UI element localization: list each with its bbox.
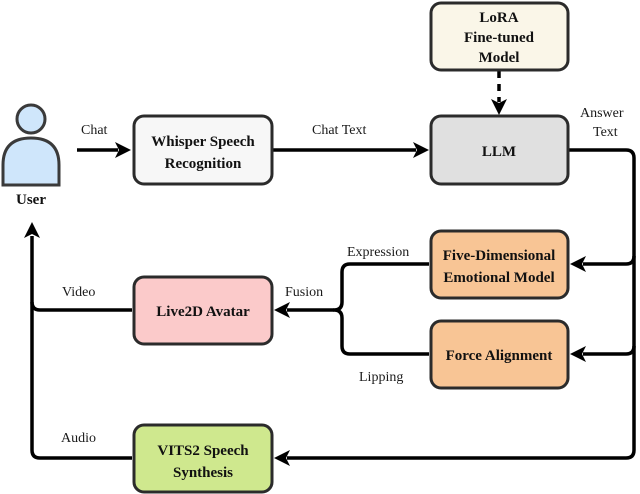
llm-node: LLM [429, 114, 570, 186]
edge-chat-text [273, 142, 429, 158]
lora-label-line-3: Model [479, 50, 520, 66]
edge-label-video: Video [62, 285, 95, 300]
edge-lora-to-llm [491, 71, 507, 115]
whisper-speech-recognition-node: Whisper Speech Recognition [132, 114, 274, 186]
user-icon [1, 103, 61, 187]
user-node: User [1, 103, 61, 208]
edge-label-audio: Audio [61, 431, 96, 446]
edge-label-answer-line-1: Answer [580, 106, 624, 121]
lora-box [429, 1, 570, 72]
force-box [429, 319, 570, 390]
force-alignment-node: Force Alignment [429, 319, 570, 390]
lora-label-line-2: Fine-tuned [464, 30, 535, 46]
edge-label-expression: Expression [347, 245, 409, 260]
edge-label-chat: Chat [81, 123, 108, 138]
whisper-label-line-2: Recognition [165, 156, 242, 172]
user-head [15, 103, 47, 135]
edge-label-lipping: Lipping [359, 370, 403, 385]
lora-label-line-1: LoRA [479, 10, 518, 26]
edge-fusion [274, 262, 429, 356]
edge-label-fusion: Fusion [285, 285, 323, 300]
llm-label: LLM [482, 144, 516, 160]
vits2-label-line-2: Synthesis [173, 465, 233, 481]
live2d-box [132, 275, 274, 346]
edge-label-chat-text: Chat Text [312, 123, 366, 138]
edge-to-force [570, 345, 636, 362]
lora-fine-tuned-model-node: LoRA Fine-tuned Model [429, 1, 570, 72]
whisper-label-line-1: Whisper Speech [151, 134, 255, 150]
vits2-speech-synthesis-node: VITS2 Speech Synthesis [132, 423, 274, 494]
user-body [1, 136, 61, 187]
vits2-label-line-1: VITS2 Speech [157, 443, 249, 459]
user-label: User [16, 192, 46, 208]
five-dimensional-emotional-model-node: Five-Dimensional Emotional Model [429, 229, 570, 300]
live2d-avatar-node: Live2D Avatar [132, 275, 274, 346]
edge-answer-text-bus [274, 148, 636, 466]
emotion-box [429, 229, 570, 300]
edge-chat [77, 142, 131, 158]
edge-to-emotion [570, 255, 636, 272]
force-label: Force Alignment [446, 348, 553, 364]
emotion-label-line-2: Emotional Model [443, 270, 554, 286]
live2d-label: Live2D Avatar [156, 304, 250, 320]
edge-video-audio-to-user [24, 222, 132, 460]
vits2-box [132, 423, 274, 494]
edge-label-answer-line-2: Text [593, 125, 618, 140]
llm-box [429, 114, 570, 186]
emotion-label-line-1: Five-Dimensional [443, 248, 556, 264]
whisper-box [132, 114, 274, 186]
